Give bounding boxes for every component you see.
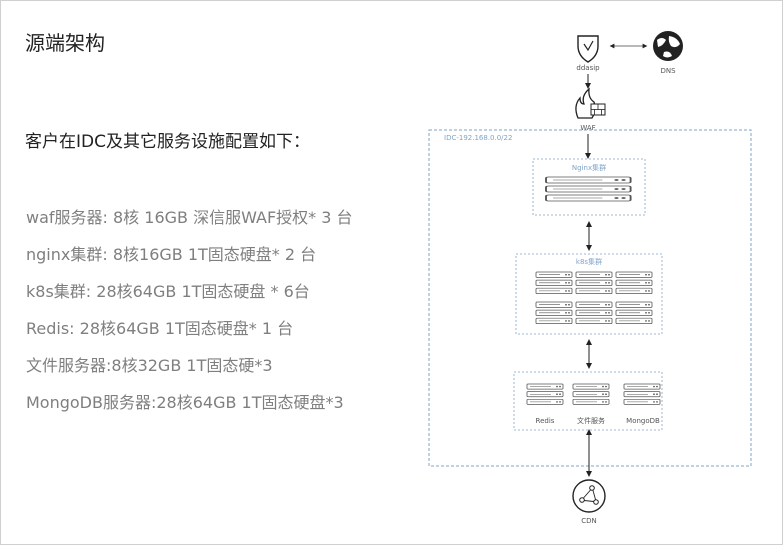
nginx-cluster — [532, 158, 646, 216]
spec-nginx: nginx集群: 8核16GB 1T固态硬盘* 2 台 — [26, 245, 317, 264]
nginx-label: Nginx集群 — [572, 163, 606, 172]
slide-title: 源端架构 — [25, 31, 105, 55]
intro-text: 客户在IDC及其它服务设施配置如下： — [25, 132, 310, 152]
cdn-icon — [572, 479, 606, 513]
nginx-servers — [546, 177, 631, 201]
k8s-cluster — [515, 253, 663, 335]
idc-label: IDC-192.168.0.0/22 — [444, 134, 512, 142]
redis-label: Redis — [536, 417, 555, 425]
spec-redis: Redis: 28核64GB 1T固态硬盘* 1 台 — [26, 319, 294, 338]
redis-servers — [527, 384, 563, 404]
ddos-label: ddasip — [576, 64, 600, 72]
firewall-icon — [575, 87, 606, 119]
shield-icon — [577, 35, 599, 63]
spec-k8s: k8s集群: 28核64GB 1T固态硬盘 * 6台 — [26, 282, 310, 301]
cdn-label: CDN — [581, 517, 597, 525]
waf-label: WAF — [580, 124, 595, 132]
file-servers — [573, 384, 609, 404]
spec-mongodb: MongoDB服务器:28核64GB 1T固态硬盘*3 — [26, 393, 344, 412]
spec-file-server: 文件服务器:8核32GB 1T固态硬*3 — [26, 356, 273, 375]
k8s-servers — [536, 272, 652, 324]
file-label: 文件服务 — [577, 416, 605, 425]
spec-waf: waf服务器: 8核 16GB 深信服WAF授权* 3 台 — [26, 208, 353, 227]
dns-label: DNS — [660, 67, 676, 75]
globe-icon — [653, 31, 683, 61]
mongo-label: MongoDB — [626, 417, 660, 425]
k8s-label: k8s集群 — [576, 257, 602, 266]
mongodb-servers — [624, 384, 660, 404]
idc-boundary — [428, 129, 752, 467]
